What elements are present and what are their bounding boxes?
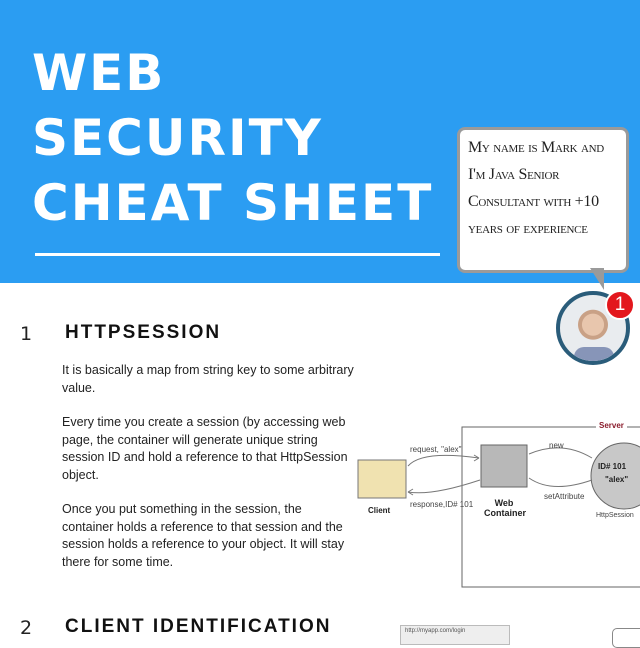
section-number: 2 — [20, 617, 33, 639]
section-body: It is basically a map from string key to… — [62, 362, 354, 588]
notification-badge: 1 — [605, 290, 635, 320]
bubble-line: Consultant with +10 — [468, 193, 599, 210]
new-label: new — [549, 441, 564, 450]
title-line-2: SECURITY — [32, 109, 323, 167]
bubble-line: I'm Java Senior — [468, 166, 560, 183]
session-label: HttpSession — [596, 512, 634, 519]
thumbnail-box — [612, 628, 640, 648]
server-label: Server — [596, 421, 627, 430]
client-label: Client — [368, 506, 391, 515]
container-label: Web Container — [484, 498, 527, 518]
title-underline — [35, 253, 440, 256]
paragraph: Every time you create a session (by acce… — [62, 415, 348, 482]
response-label: response,ID# 101 — [410, 500, 474, 509]
title-line-3: CHEAT SHEET — [32, 174, 434, 232]
title-line-1: WEB — [32, 44, 166, 102]
setattribute-label: setAttribute — [544, 492, 585, 501]
paragraph: Once you put something in the session, t… — [62, 502, 345, 569]
bubble-line: years of experience — [468, 220, 588, 237]
bubble-line: My name is Mark and — [468, 139, 604, 156]
request-label: request, "alex" — [410, 445, 462, 454]
bubble-tail — [590, 268, 604, 290]
session-value: "alex" — [605, 475, 629, 484]
session-id: ID# 101 — [598, 462, 627, 471]
httpsession-diagram: Server request, "alex" response,ID# 101 … — [352, 418, 640, 593]
paragraph: It is basically a map from string key to… — [62, 363, 354, 395]
section-heading: CLIENT IDENTIFICATION — [65, 616, 332, 637]
section-heading: HTTPSESSION — [65, 322, 222, 343]
speech-bubble: My name is Mark and I'm Java Senior Cons… — [457, 127, 629, 273]
browser-thumbnail: http://myapp.com/login — [400, 625, 510, 645]
section-number: 1 — [20, 323, 33, 345]
